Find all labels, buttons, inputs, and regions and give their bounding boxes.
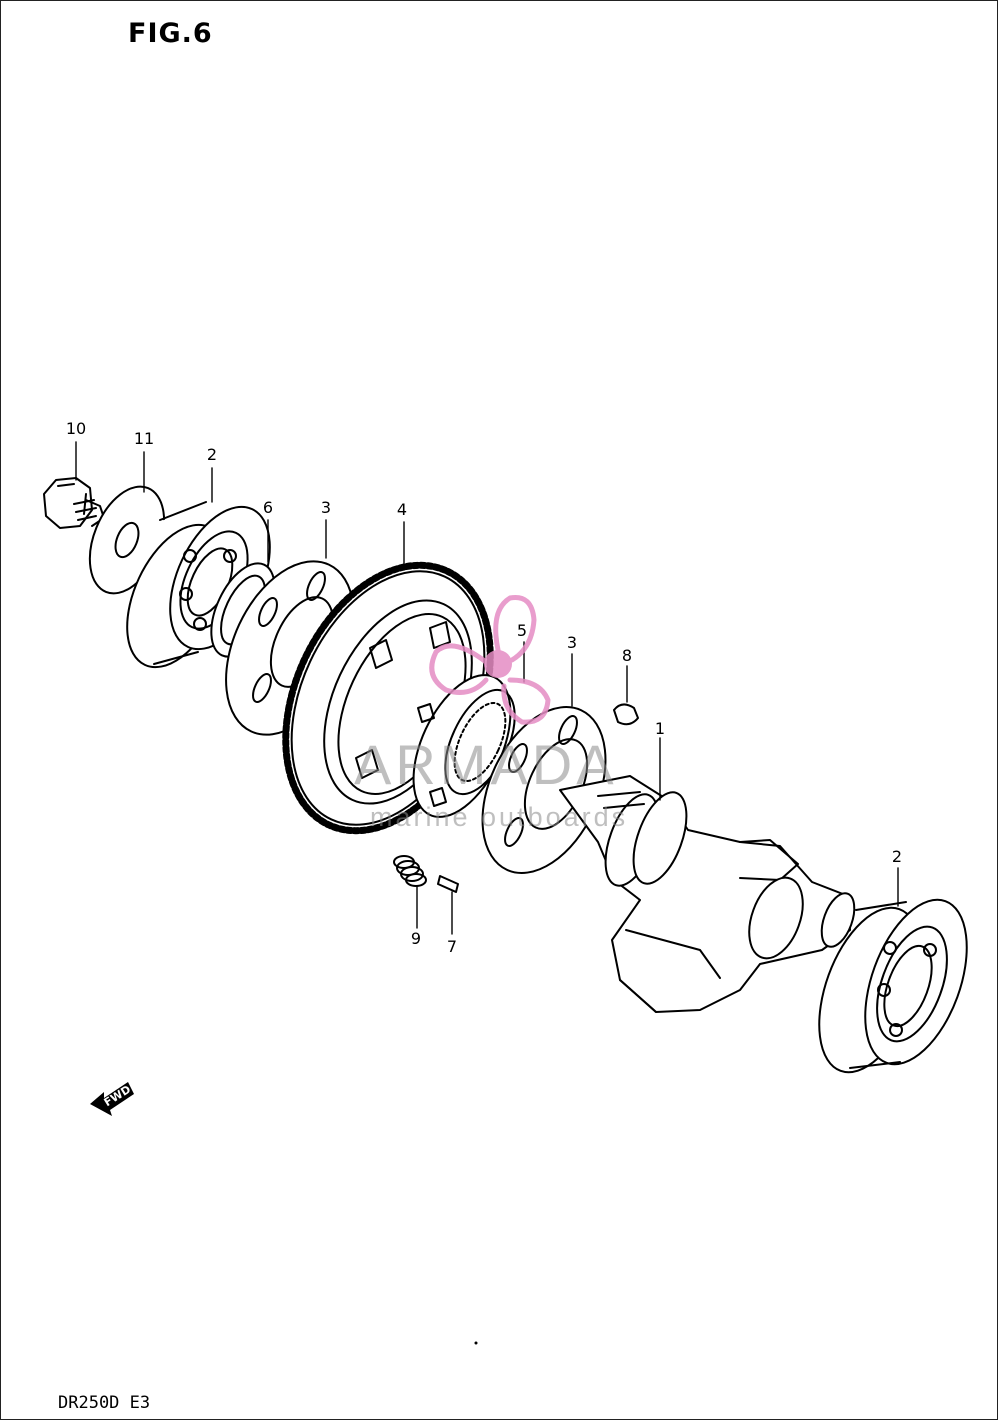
callout-7: 7 xyxy=(447,937,457,956)
fwd-label: FWD xyxy=(102,1083,133,1109)
part-9-spring xyxy=(393,855,427,887)
callout-1: 1 xyxy=(655,719,665,738)
part-2-bearing-right xyxy=(818,898,968,1074)
watermark-sub: marine outboards xyxy=(370,802,628,832)
callout-3-right: 3 xyxy=(567,633,577,652)
callout-8: 8 xyxy=(622,646,632,665)
stray-dot xyxy=(474,1341,478,1345)
fwd-arrow-icon: FWD xyxy=(90,1082,134,1116)
callout-5: 5 xyxy=(517,621,527,640)
watermark-main: ARMADA xyxy=(354,733,618,796)
callout-11: 11 xyxy=(134,429,154,448)
watermark-text: ARMADA marine outboards xyxy=(354,733,628,832)
leader-lines xyxy=(75,441,899,935)
model-code: DR250D E3 xyxy=(58,1393,151,1413)
figure-title: FIG.6 xyxy=(128,18,213,49)
callout-4: 4 xyxy=(397,500,407,519)
part-8-key xyxy=(613,703,639,726)
callout-3-left: 3 xyxy=(321,498,331,517)
callout-6: 6 xyxy=(263,498,273,517)
callout-10: 10 xyxy=(66,419,86,438)
callout-9: 9 xyxy=(411,929,421,948)
part-2-bearing-left xyxy=(126,501,271,669)
callout-2-right: 2 xyxy=(892,847,902,866)
watermark-logo-icon xyxy=(429,594,551,725)
callout-labels: 10 11 2 6 3 4 5 3 8 1 2 9 7 xyxy=(66,419,902,956)
part-10-bolt xyxy=(43,477,105,529)
callout-2-left: 2 xyxy=(207,445,217,464)
part-7-pin xyxy=(437,875,459,893)
part-1-shaft xyxy=(559,775,856,1013)
